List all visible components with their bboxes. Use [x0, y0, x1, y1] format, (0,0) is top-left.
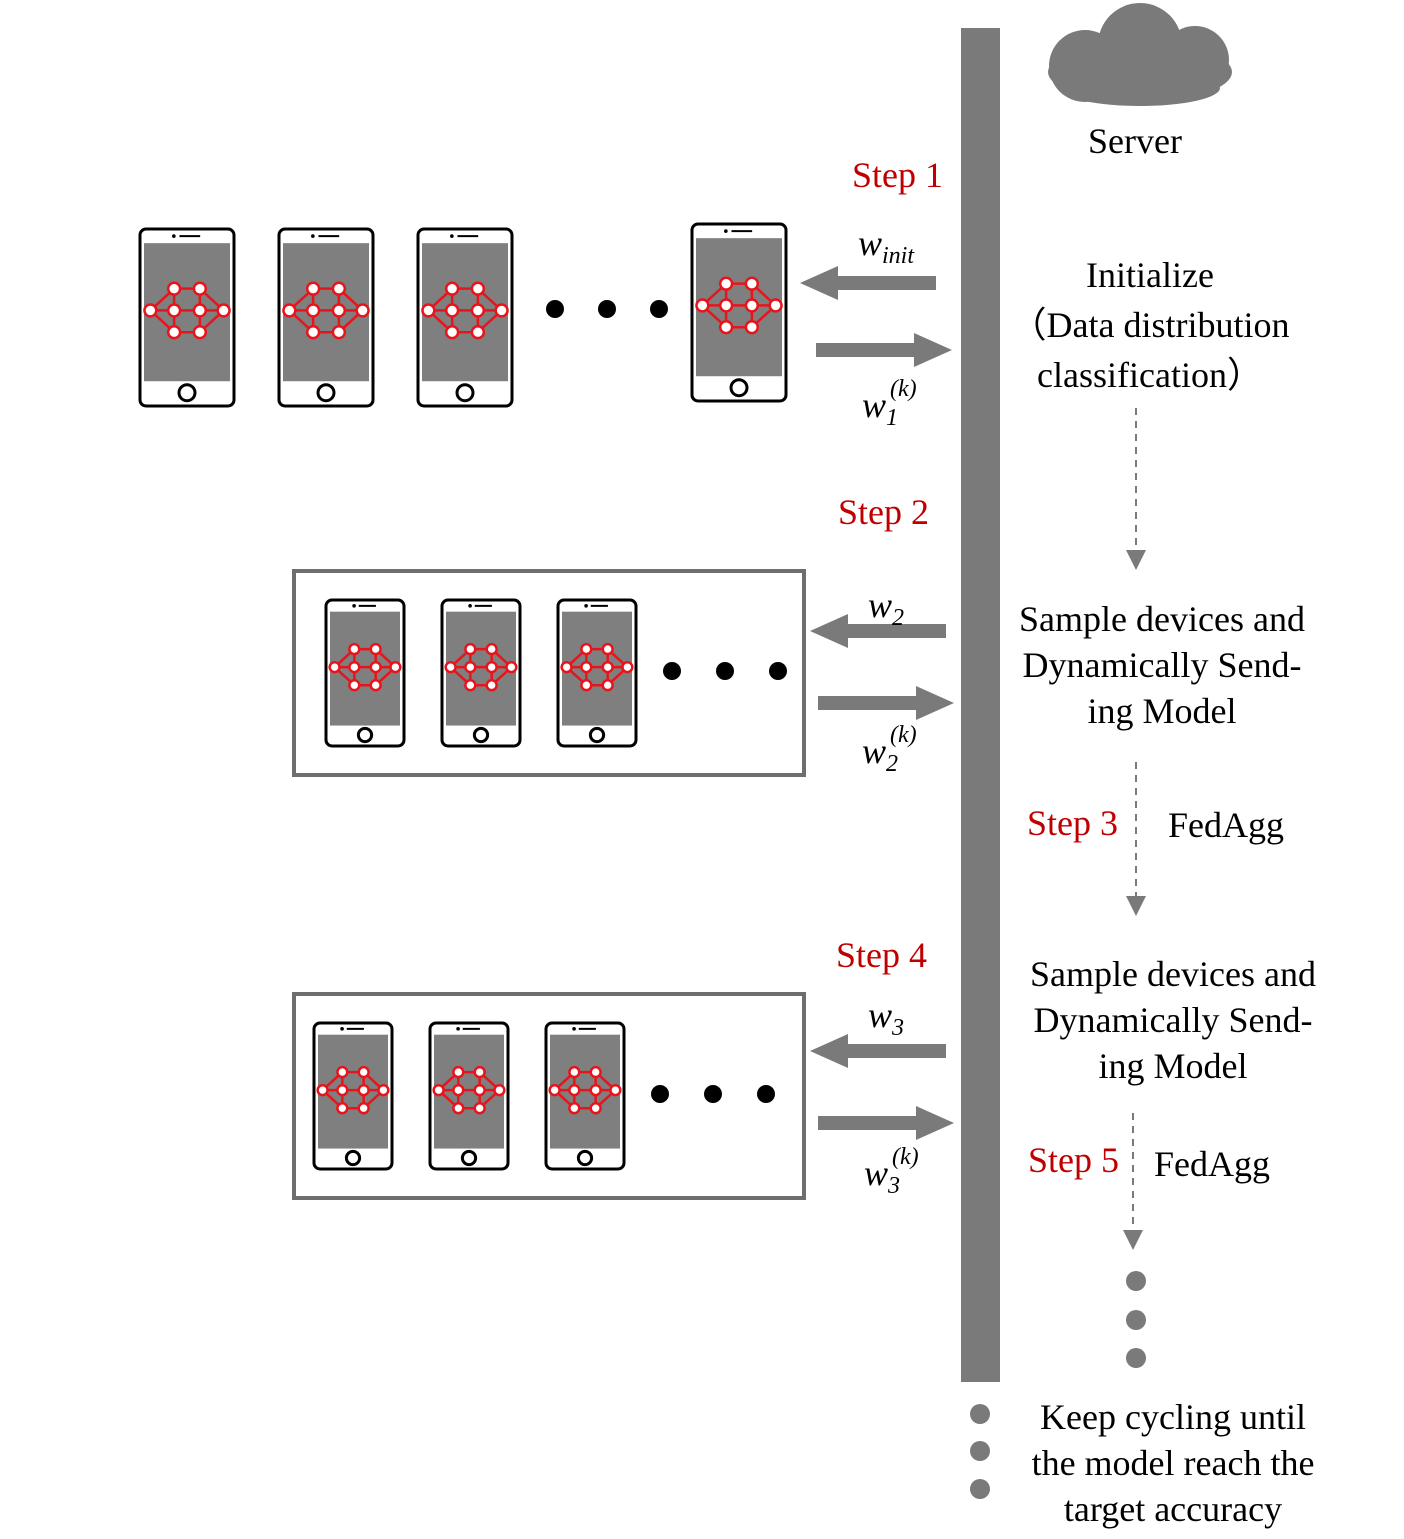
- initialize-text: Initialize （Data distribution classifica…: [1000, 252, 1300, 398]
- server-bar: [961, 28, 1000, 1382]
- arrow-icon: [816, 333, 952, 367]
- sample-2-line-3: ing Model: [1098, 1046, 1248, 1086]
- smartphone-icon: [312, 1021, 394, 1171]
- sample-devices-text-1: Sample devices and Dynamically Send- ing…: [1004, 596, 1320, 734]
- smartphone-icon: [440, 598, 522, 748]
- w2-k-label: w2(k): [862, 722, 917, 778]
- keep-line-2: the model reach the: [1031, 1443, 1315, 1483]
- neural-network-icon: [316, 1065, 390, 1115]
- smartphone-icon: [416, 227, 514, 408]
- sample-2-line-1: Sample devices and: [1030, 954, 1316, 994]
- w1-k-label: w1(k): [862, 376, 917, 432]
- sample-2-line-2: Dynamically Send-: [1033, 1000, 1313, 1040]
- keep-cycling-text: Keep cycling until the model reach the t…: [1010, 1394, 1336, 1532]
- neural-network-icon: [282, 281, 370, 340]
- smartphone-icon: [544, 1021, 626, 1171]
- neural-network-icon: [444, 642, 518, 692]
- smartphone-icon: [324, 598, 406, 748]
- arrow-icon: [810, 614, 946, 648]
- fedagg-label-1: FedAgg: [1168, 805, 1284, 845]
- initialize-line-1: Initialize: [1086, 255, 1214, 295]
- w-init-label: winit: [858, 223, 915, 270]
- neural-network-icon: [421, 281, 509, 340]
- neural-network-icon: [143, 281, 231, 340]
- ellipsis-icon: [970, 1404, 990, 1499]
- keep-line-1: Keep cycling until: [1040, 1397, 1306, 1437]
- step-1-label: Step 1: [852, 155, 944, 195]
- keep-line-3: target accuracy: [1063, 1489, 1283, 1529]
- selected-devices-box-round-3: [292, 992, 806, 1200]
- ellipsis-icon: [651, 1085, 775, 1103]
- selected-devices-box-round-2: [292, 569, 806, 777]
- step-5-label: Step 5: [1028, 1140, 1120, 1180]
- w3-label: w3: [868, 995, 905, 1042]
- smartphone-icon: [428, 1021, 510, 1171]
- sample-1-line-3: ing Model: [1087, 691, 1237, 731]
- step-2-label: Step 2: [838, 492, 930, 532]
- cloud-icon: [1048, 3, 1232, 106]
- w3-k-label: w3(k): [864, 1144, 919, 1200]
- sample-devices-text-2: Sample devices and Dynamically Send- ing…: [1014, 951, 1332, 1089]
- smartphone-icon: [138, 227, 236, 408]
- fedagg-label-2: FedAgg: [1154, 1144, 1270, 1184]
- neural-network-icon: [328, 642, 402, 692]
- neural-network-icon: [695, 276, 783, 335]
- arrow-icon: [800, 266, 936, 300]
- arrow-icon: [818, 686, 954, 720]
- smartphone-icon: [556, 598, 638, 748]
- initialize-line-2: （Data distribution: [1010, 305, 1290, 345]
- step-4-label: Step 4: [836, 935, 928, 975]
- ellipsis-icon: [663, 662, 787, 680]
- neural-network-icon: [548, 1065, 622, 1115]
- arrow-icon: [818, 1106, 954, 1140]
- ellipsis-icon: [546, 300, 668, 318]
- arrow-icon: [810, 1034, 946, 1068]
- neural-network-icon: [560, 642, 634, 692]
- smartphone-icon: [690, 222, 788, 403]
- sample-1-line-2: Dynamically Send-: [1022, 645, 1302, 685]
- ellipsis-icon: [1126, 1271, 1146, 1368]
- smartphone-icon: [277, 227, 375, 408]
- server-label: Server: [1088, 121, 1182, 161]
- initialize-line-3: classification）: [1037, 355, 1263, 395]
- neural-network-icon: [432, 1065, 506, 1115]
- step-3-label: Step 3: [1027, 803, 1119, 843]
- sample-1-line-1: Sample devices and: [1019, 599, 1305, 639]
- w2-label: w2: [868, 585, 905, 632]
